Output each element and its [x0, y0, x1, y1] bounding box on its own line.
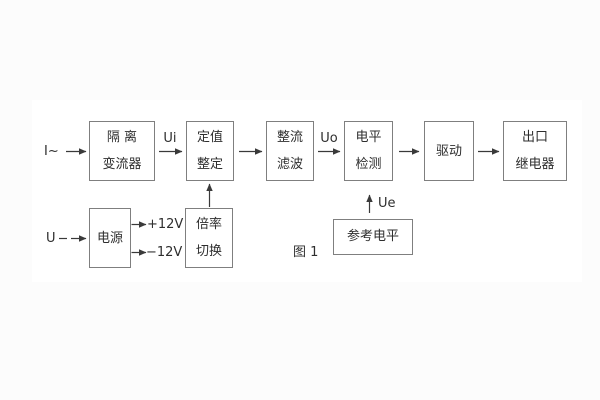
block-setpoint-setting-line2: 整定: [196, 157, 223, 172]
block-isolation-converter-line1: 隔 离: [106, 130, 138, 145]
block-isolation-converter: 隔 离 变流器: [89, 121, 155, 181]
signal-label-input-voltage: U: [46, 231, 56, 246]
block-output-relay-line1: 出口: [521, 130, 548, 145]
block-setpoint-setting: 定值 整定: [186, 121, 234, 181]
block-rectifier-filter-line1: 整流: [276, 130, 303, 145]
block-setpoint-setting-line1: 定值: [196, 130, 223, 145]
block-ratio-switching: 倍率 切换: [185, 208, 233, 268]
block-level-detection-line2: 检测: [355, 157, 382, 172]
block-drive-line1: 驱动: [435, 143, 462, 159]
signal-label-minus12v: −12V: [146, 245, 183, 260]
block-level-detection-line1: 电平: [355, 130, 382, 145]
signal-label-ue: Ue: [378, 196, 396, 211]
block-reference-level-line1: 参考电平: [346, 229, 399, 244]
block-rectifier-filter-line2: 滤波: [276, 157, 303, 172]
signal-label-uo: Uo: [320, 131, 338, 146]
block-ratio-switching-line1: 倍率: [195, 217, 222, 232]
signal-label-ui: Ui: [163, 131, 177, 146]
block-reference-level: 参考电平: [333, 219, 413, 255]
figure-caption: 图 1: [293, 245, 319, 260]
signal-label-plus12v: +12V: [147, 217, 184, 232]
block-power-supply-line1: 电源: [96, 230, 123, 246]
block-power-supply: 电源: [89, 208, 131, 268]
block-output-relay: 出口 继电器: [503, 121, 567, 181]
block-level-detection: 电平 检测: [344, 121, 393, 181]
block-drive: 驱动: [424, 121, 474, 181]
signal-label-input-current: I~: [44, 144, 59, 159]
block-output-relay-line2: 继电器: [515, 157, 555, 172]
block-rectifier-filter: 整流 滤波: [266, 121, 314, 181]
block-ratio-switching-line2: 切换: [195, 244, 222, 259]
block-isolation-converter-line2: 变流器: [102, 157, 142, 172]
